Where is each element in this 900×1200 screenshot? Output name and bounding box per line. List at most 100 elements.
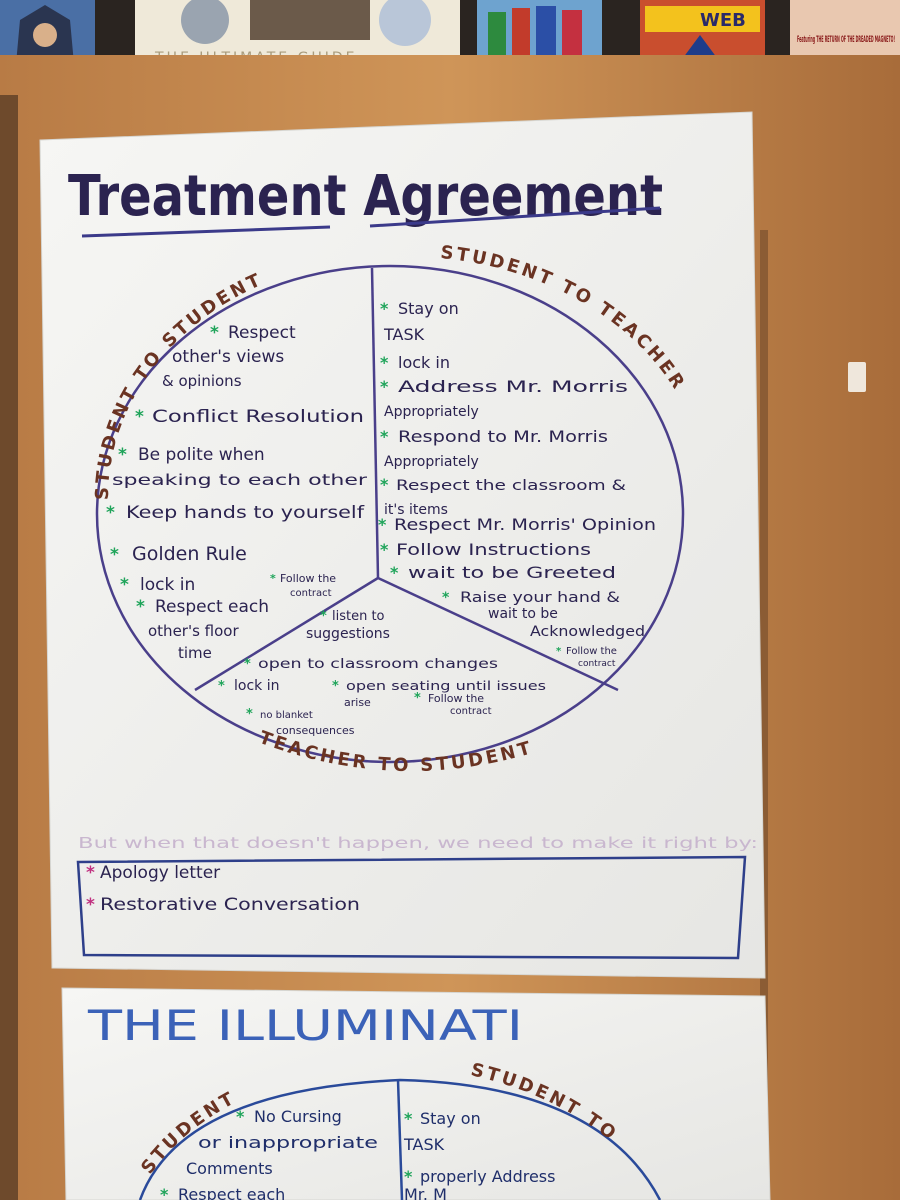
svg-text:*: * (380, 475, 389, 494)
left-item: & opinions (162, 372, 242, 390)
remedy-item: Restorative Conversation (100, 895, 360, 915)
left-item: Conflict Resolution (152, 407, 364, 427)
svg-text:*: * (380, 377, 389, 396)
title-underline-left (81, 225, 331, 238)
bottom-item: listen to (332, 609, 385, 624)
svg-text:*: * (86, 895, 95, 915)
svg-text:*: * (118, 445, 127, 465)
right-item: contract (578, 659, 616, 669)
left-item: Respect each (155, 597, 269, 617)
svg-text:*: * (236, 1107, 245, 1126)
svg-text:*: * (404, 1109, 413, 1128)
left-item: other's floor (148, 622, 239, 640)
bottom-item: suggestions (306, 626, 390, 642)
left-item: lock in (140, 575, 195, 595)
bottom-item: open seating until issues (346, 679, 546, 693)
bottom-poster-title: THE ILLUMINATI (87, 1001, 523, 1050)
cabinet-left-edge (0, 95, 18, 1200)
svg-text:*: * (390, 563, 399, 582)
svg-text:*: * (380, 299, 389, 318)
bottom-item: no blanket (260, 710, 313, 721)
svg-text:*: * (332, 679, 339, 694)
left-item: speaking to each other (112, 471, 368, 489)
right-item: Respect the classroom & (396, 478, 626, 494)
bottom-right-item: TASK (403, 1135, 445, 1154)
left-item: time (178, 644, 212, 662)
svg-text:*: * (246, 707, 253, 722)
web-comic-title: WEB (700, 10, 746, 31)
bottom-left-item: No Cursing (254, 1107, 342, 1126)
svg-text:*: * (135, 407, 144, 427)
svg-text:*: * (556, 646, 562, 657)
svg-text:*: * (380, 427, 389, 446)
magneto-comic: Featuring THE RETURN OF THE DREADED MAGN… (790, 0, 900, 55)
remedies-box (76, 855, 747, 960)
illuminati-poster: THE ILLUMINATI STUDENT STUDENT TO * No C… (61, 987, 771, 1200)
divider-left (194, 576, 379, 692)
divider-right (377, 576, 619, 692)
treatment-agreement-poster: Treatment Agreement STUDENT TO STUDENT S… (39, 111, 766, 979)
remedy-item: Apology letter (100, 863, 220, 883)
bottom-right-item: Mr. M (404, 1185, 447, 1200)
svg-text:*: * (106, 503, 115, 523)
bottom-right-section: * Stay on TASK * properly Address Mr. M (403, 1109, 555, 1200)
remedy-intro-line: But when that doesn't happen, we need to… (78, 834, 758, 852)
svg-text:*: * (86, 863, 95, 883)
svg-text:*: * (380, 540, 389, 559)
right-item: Respect Mr. Morris' Opinion (394, 515, 656, 534)
svg-text:*: * (404, 1167, 413, 1186)
bottom-item: consequences (276, 724, 355, 737)
spiderman-comic: WEB (640, 0, 765, 62)
bottom-circle-arc (138, 1078, 662, 1200)
bottom-item: contract (450, 706, 492, 717)
agreement-circle (95, 264, 685, 764)
section-student-to-teacher: * Stay on TASK * lock in * Address Mr. M… (378, 299, 656, 669)
bottom-right-item: Stay on (420, 1109, 481, 1128)
bottom-divider (396, 1079, 404, 1200)
left-item: contract (290, 588, 332, 599)
left-item: Be polite when (138, 445, 265, 465)
right-item: Raise your hand & (460, 590, 620, 606)
bottom-left-item: Respect each (178, 1185, 285, 1200)
svg-text:*: * (270, 572, 276, 585)
section-teacher-to-student: * listen to suggestions * open to classr… (218, 609, 546, 737)
right-item: lock in (398, 353, 450, 372)
left-item: Golden Rule (132, 543, 247, 565)
section-student-to-student: * Respect other's views & opinions * Con… (106, 323, 368, 662)
svg-text:*: * (244, 657, 251, 672)
bottom-item: lock in (234, 678, 279, 694)
svg-text:*: * (210, 323, 219, 343)
right-item: it's items (384, 502, 448, 518)
svg-text:*: * (414, 691, 421, 706)
svg-text:*: * (380, 353, 389, 372)
left-item: Follow the (280, 572, 336, 585)
right-item: wait to be (488, 606, 558, 622)
svg-text:*: * (120, 575, 129, 595)
cabinet-seam (760, 230, 768, 1200)
bottom-right-item: properly Address (420, 1167, 555, 1186)
title-underline-right (369, 206, 661, 228)
poster-title: Treatment Agreement (68, 164, 663, 229)
magneto-comic-text: Featuring THE RETURN OF THE DREADED MAGN… (797, 35, 895, 45)
bottom-item: arise (344, 696, 371, 709)
svg-text:*: * (320, 609, 327, 624)
svg-text:*: * (160, 1185, 169, 1200)
svg-text:*: * (136, 597, 145, 617)
bottom-item: Follow the (428, 692, 484, 705)
right-item: Acknowledged (530, 624, 645, 640)
right-item: Address Mr. Morris (398, 377, 628, 396)
right-item: Appropriately (384, 404, 479, 420)
bottom-left-item: or inappropriate (198, 1133, 378, 1152)
svg-text:*: * (110, 545, 119, 565)
right-item: Respond to Mr. Morris (398, 427, 608, 446)
tape-piece (848, 362, 866, 392)
left-item: Respect (228, 323, 296, 343)
right-item: Stay on (398, 299, 459, 318)
right-item: wait to be Greeted (408, 563, 616, 582)
svg-text:*: * (442, 590, 450, 606)
divider-vertical (370, 267, 380, 579)
left-item: Keep hands to yourself (126, 503, 365, 523)
svg-text:*: * (378, 515, 387, 534)
left-item: other's views (172, 347, 284, 367)
